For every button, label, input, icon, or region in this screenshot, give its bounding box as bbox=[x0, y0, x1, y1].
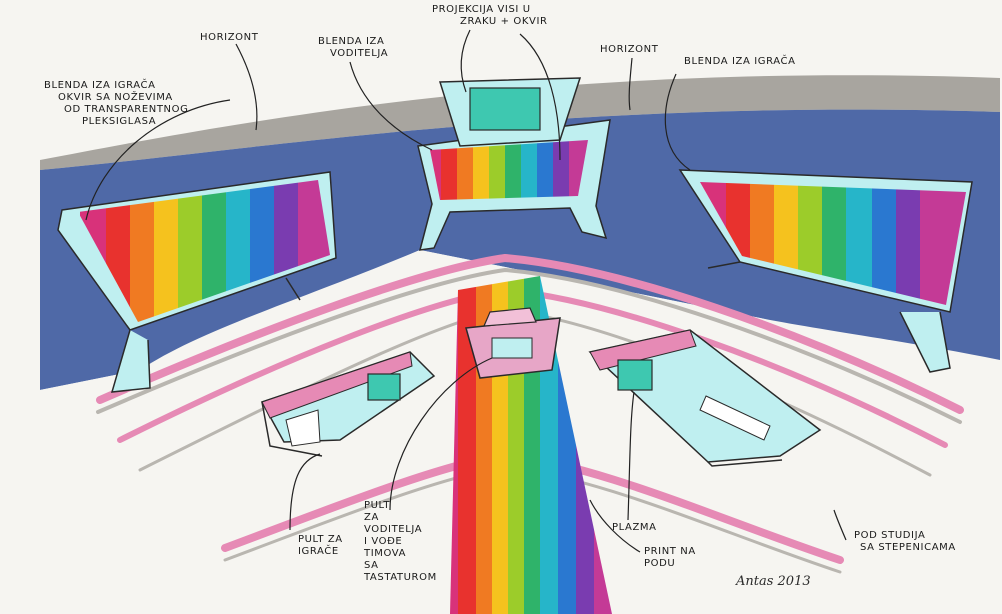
label-projection: PROJEKCIJA VISI U ZRAKU + OKVIR bbox=[432, 4, 548, 27]
pult-players-left bbox=[260, 351, 436, 457]
horizon-band bbox=[40, 75, 1000, 170]
label-blenda-host: BLENDA IZA VODITELJA bbox=[318, 36, 389, 59]
label-pult-host: PULT ZA VODITELJA I VOĐE TIMOVA SA TASTA… bbox=[364, 500, 437, 583]
label-horizont-right: HORIZONT bbox=[600, 44, 659, 55]
label-pod: POD STUDIJA SA STEPENICAMA bbox=[854, 530, 956, 553]
label-horizont-left: HORIZONT bbox=[200, 32, 259, 43]
label-pult-players: PULT ZA IGRAČE bbox=[298, 534, 343, 557]
pult-players-right bbox=[588, 329, 822, 467]
leader-lines bbox=[85, 29, 847, 553]
label-blenda-players-right: BLENDA IZA IGRAČA bbox=[684, 56, 796, 67]
label-blenda-players-left: BLENDA IZA IGRAČA OKVIR SA NOŽEVIMA OD T… bbox=[44, 80, 189, 127]
blenda-center bbox=[417, 119, 611, 251]
label-print: PRINT NA PODU bbox=[644, 546, 696, 569]
artist-signature: Antas 2013 bbox=[736, 574, 811, 589]
projection-frame bbox=[438, 77, 582, 147]
label-plazma: PLAZMA bbox=[612, 522, 657, 533]
pult-host bbox=[465, 307, 561, 379]
